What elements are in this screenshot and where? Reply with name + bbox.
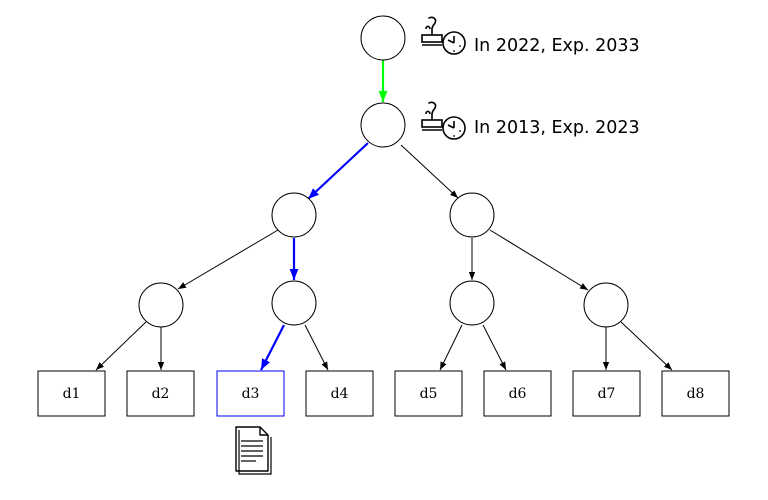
edge-n2-d3 [260,324,285,371]
leaf-label: d2 [152,386,170,402]
leaf-label: d3 [242,386,260,402]
edge-l1left-ll [177,229,279,290]
edge-n3-d6 [482,324,507,371]
stamp-clock-icon [421,101,466,140]
timestamp-node [360,15,406,61]
leaf-nodes: d1 d2 d3 d4 d5 d6 d7 d8 [37,370,730,417]
leaf-d1: d1 [37,370,106,417]
edges [95,60,673,371]
timestamp-annotation-1: In 2022, Exp. 2033 [421,16,640,56]
leaf-label: d6 [509,386,527,402]
edge-root-right [400,144,459,199]
stamp-clock-icon [421,16,466,55]
internal-nodes [138,15,629,328]
leaf-label: d7 [598,386,616,402]
document-icon [235,426,272,475]
edge-l1right-rr [489,229,589,291]
stamp-label: In 2013, Exp. 2023 [474,118,640,138]
edge-root-left [307,142,369,200]
node-level2-4 [583,282,629,328]
leaf-d5: d5 [394,370,463,417]
leaf-d2: d2 [126,370,195,417]
node-level2-3 [449,280,495,326]
leaf-d4: d4 [305,370,374,417]
leaf-label: d5 [420,386,438,402]
stamp-label: In 2022, Exp. 2033 [474,36,640,56]
edge-n3-d5 [439,324,463,371]
leaf-label: d1 [63,386,81,402]
leaf-d8: d8 [661,370,730,417]
timestamp-annotation-2: In 2013, Exp. 2023 [421,101,640,140]
node-level2-2 [271,280,317,326]
leaf-d3-highlighted: d3 [216,370,285,417]
leaf-label: d4 [331,386,349,402]
edge-n2-d4 [304,324,329,371]
edge-n4-d8 [620,321,673,371]
node-level1-left [271,192,317,238]
node-level1-right [449,192,495,238]
root-node [360,102,406,148]
leaf-label: d8 [687,386,705,402]
leaf-d6: d6 [483,370,552,417]
edge-n1-d1 [95,321,147,371]
leaf-d7: d7 [572,370,641,417]
node-level2-1 [138,282,184,328]
